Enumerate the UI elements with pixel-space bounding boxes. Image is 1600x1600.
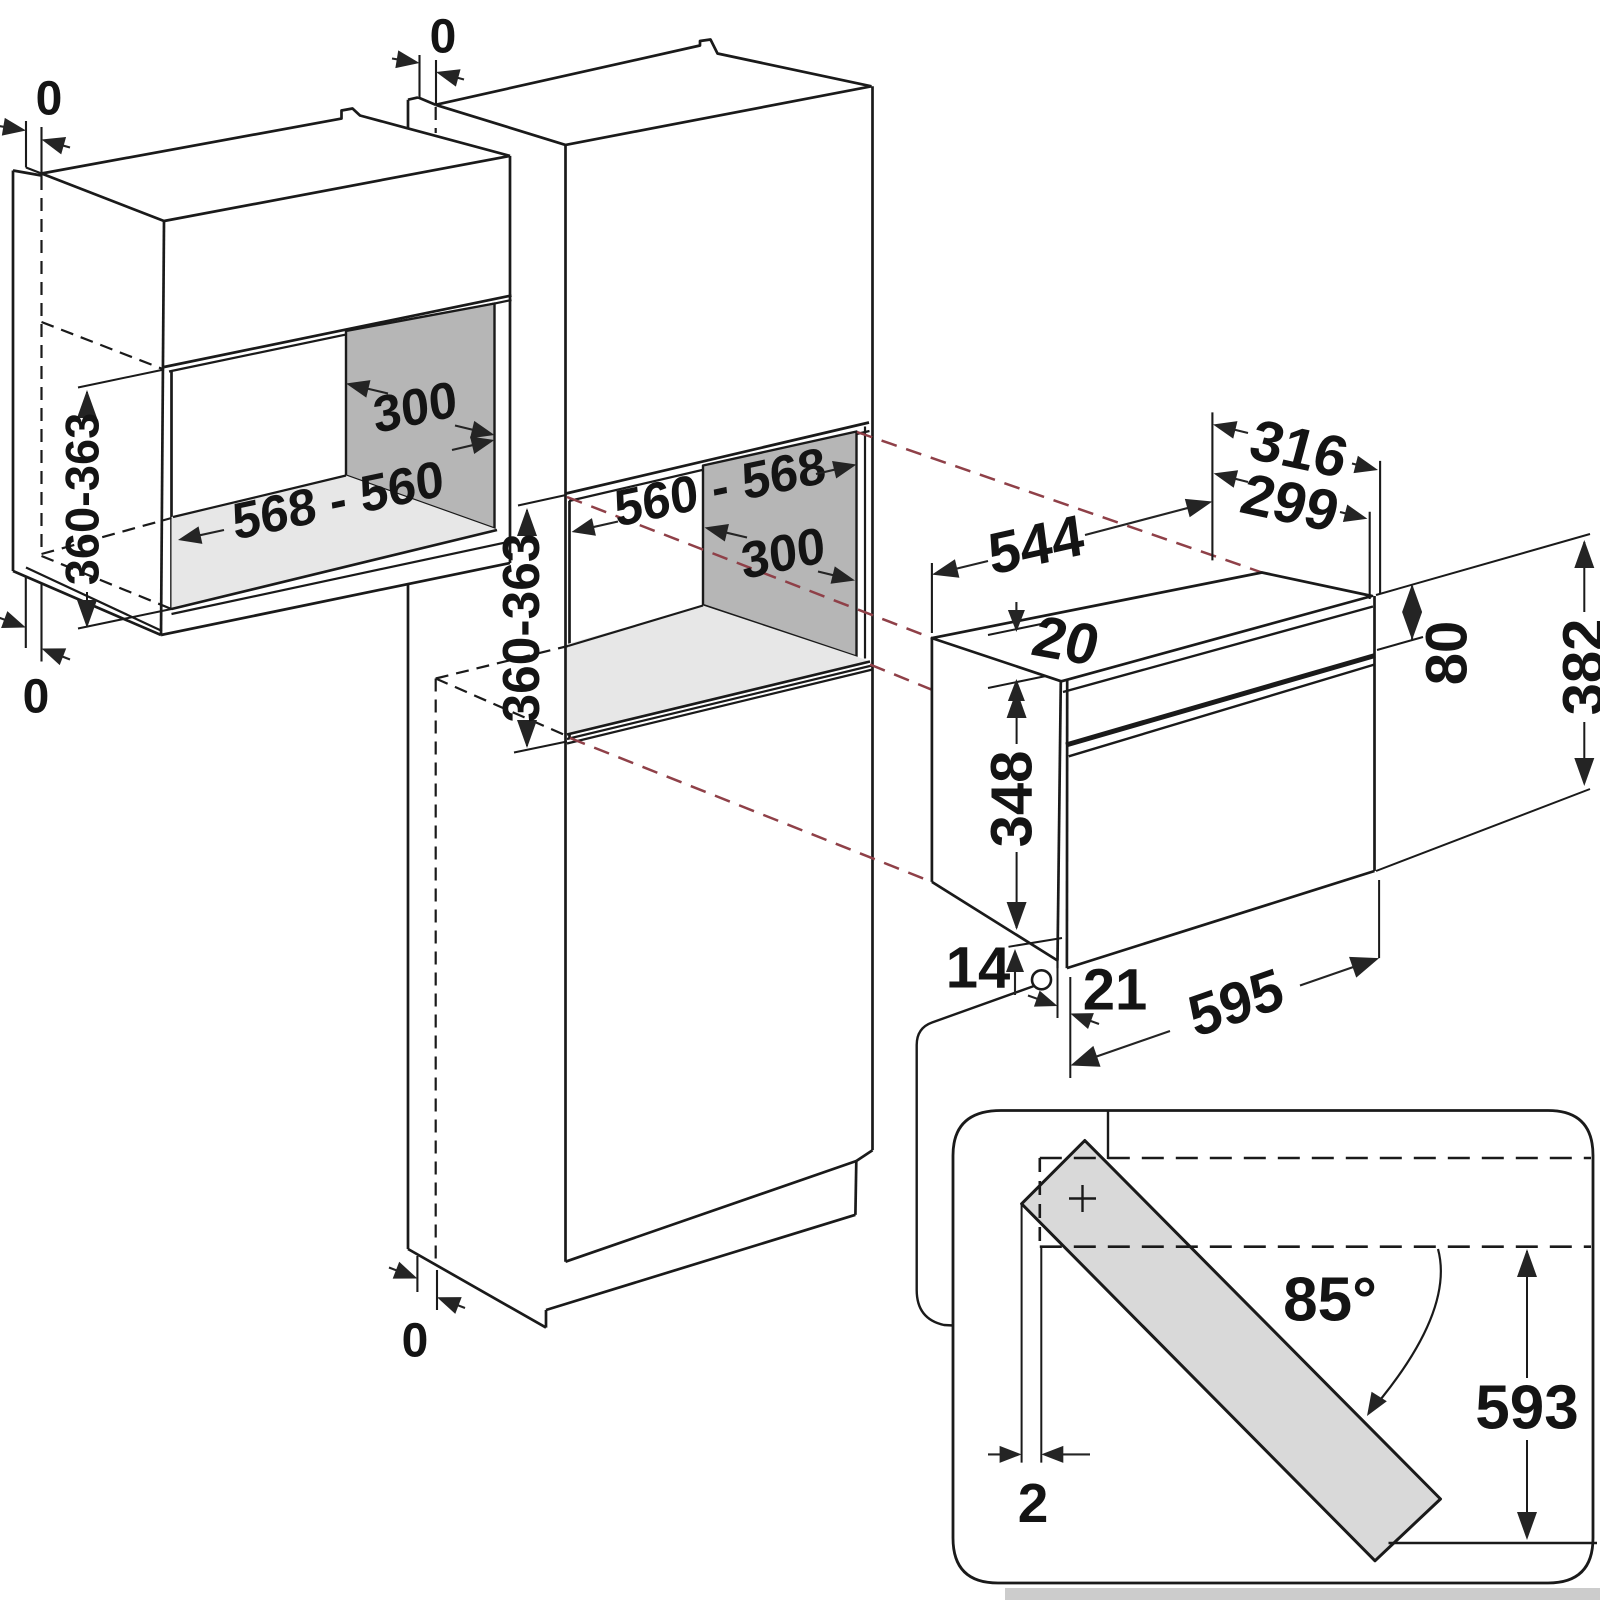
svg-text:0: 0 [430,11,457,64]
svg-text:21: 21 [1083,958,1148,1023]
svg-text:593: 593 [1475,1374,1578,1443]
svg-text:382: 382 [1552,619,1600,716]
svg-text:0: 0 [23,671,50,724]
svg-text:348: 348 [980,751,1045,848]
svg-text:0: 0 [36,73,63,126]
svg-text:14: 14 [946,936,1011,1001]
svg-text:360-363: 360-363 [492,533,550,722]
svg-text:85°: 85° [1283,1266,1377,1335]
svg-text:0: 0 [402,1315,429,1368]
svg-text:80: 80 [1415,621,1480,686]
svg-text:2: 2 [1018,1472,1049,1534]
svg-text:360-363: 360-363 [56,413,109,586]
